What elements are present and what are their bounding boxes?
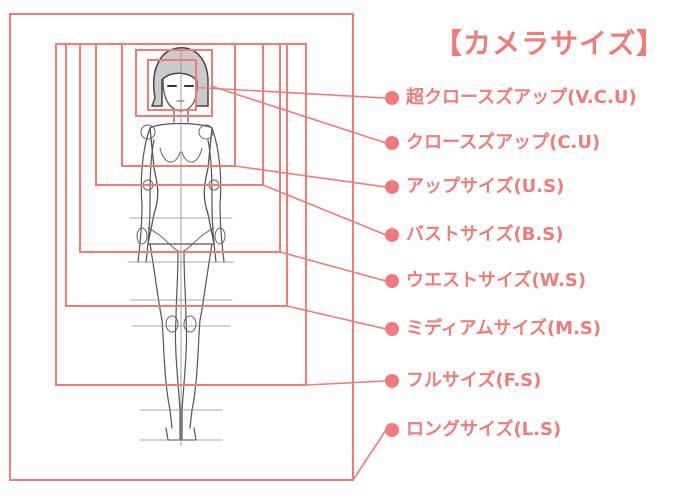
- shot-frame: [147, 59, 197, 111]
- label-dot: [385, 274, 399, 288]
- dot-group: [385, 91, 399, 437]
- shot-size-label: ミディアムサイズ(M.S): [406, 318, 602, 339]
- figure-right-knee: [183, 315, 197, 333]
- label-dot: [385, 91, 399, 105]
- figure-right-arm: [207, 127, 225, 263]
- guide-lines: [127, 47, 235, 446]
- shot-frame: [135, 49, 213, 117]
- figure-right-shoulder: [198, 124, 214, 140]
- shot-size-label: ロングサイズ(L.S): [406, 419, 562, 440]
- figure-left-leg: [149, 243, 181, 429]
- shot-size-label: バストサイズ(B.S): [406, 224, 564, 245]
- label-dot: [385, 374, 399, 388]
- figure-hair: [151, 47, 209, 107]
- shot-size-label: クロースズアップ(C.U): [406, 132, 601, 153]
- leader-line: [234, 165, 387, 188]
- figure-torso: [147, 122, 215, 245]
- leader-line: [352, 429, 387, 481]
- label-dot: [385, 180, 399, 194]
- label-dot: [385, 136, 399, 150]
- shot-size-label: 超クロースズアップ(V.C.U): [406, 87, 637, 108]
- leader-line: [211, 85, 387, 144]
- shot-size-label: アップサイズ(U.S): [406, 176, 565, 197]
- figure-left-arm: [137, 127, 155, 263]
- shot-size-label: ウエストサイズ(W.S): [406, 270, 587, 291]
- shot-frame: [65, 43, 288, 307]
- figure-right-hand: [214, 227, 226, 245]
- leader-line: [195, 86, 387, 99]
- diagram-title: 【カメラサイズ】: [434, 27, 666, 60]
- leader-line: [286, 305, 387, 330]
- label-dot: [385, 322, 399, 336]
- figure-chest: [159, 147, 203, 163]
- leader-line: [279, 251, 387, 282]
- label-dot: [385, 423, 399, 437]
- figure-face: [162, 79, 198, 112]
- frame-group: [9, 13, 354, 481]
- shot-frame: [55, 43, 307, 386]
- leader-line: [305, 380, 387, 386]
- label-dot: [385, 228, 399, 242]
- figure-right-leg: [181, 243, 213, 429]
- leader-group: [195, 85, 387, 481]
- figure-left-shoulder: [140, 124, 156, 140]
- shot-size-label: フルサイズ(F.S): [406, 370, 542, 391]
- figure-left-knee: [165, 315, 179, 333]
- leader-line: [262, 184, 387, 236]
- figure-left-hand: [136, 227, 148, 245]
- shot-frame: [79, 43, 281, 253]
- shot-frame: [9, 13, 354, 481]
